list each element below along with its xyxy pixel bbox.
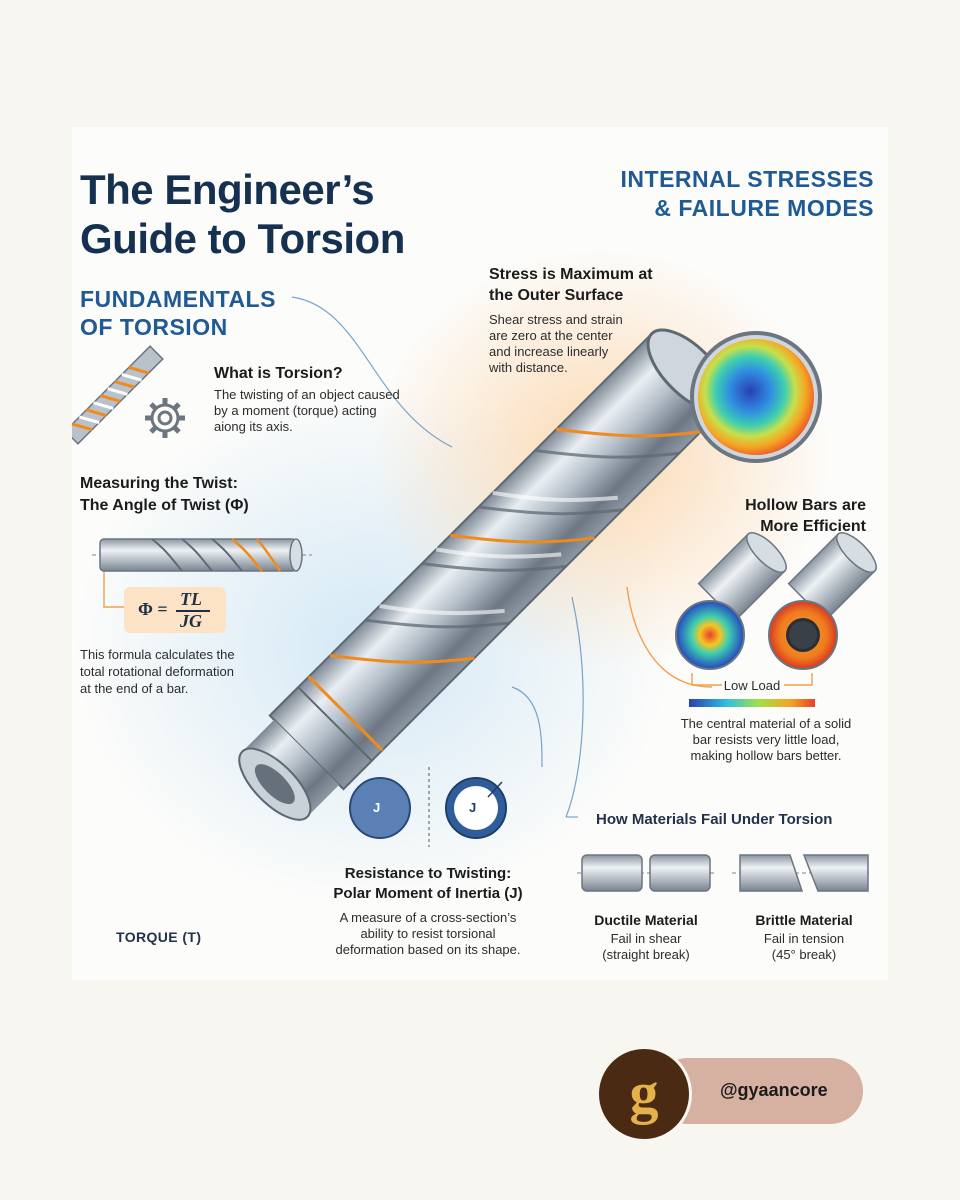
stress-heading-1: Stress is Maximum at — [489, 266, 653, 283]
failure-heading: How Materials Fail Under Torsion — [596, 811, 833, 828]
polar-body-2: ability to resist torsional — [360, 926, 496, 941]
logo-g-mark: g — [629, 1060, 659, 1125]
hollow-bar-cross-section — [768, 532, 877, 670]
what-is-heading: What is Torsion? — [214, 365, 343, 382]
what-is-body-2: by a moment (torque) acting — [214, 403, 377, 418]
hollow-heading-1: Hollow Bars are — [745, 497, 866, 514]
polar-heading-2: Polar Moment of Inertia (J) — [333, 885, 523, 902]
hollow-section-circle — [445, 777, 507, 839]
title-line-2: Guide to Torsion — [80, 215, 405, 262]
hollow-heading-2: More Efficient — [760, 518, 866, 535]
hollow-body-3: making hollow bars better. — [690, 748, 842, 763]
stress-body-4: with distance. — [489, 360, 568, 375]
internal-heading-1: INTERNAL STRESSES — [620, 166, 874, 192]
measuring-body-2: total rotational deformation — [80, 664, 234, 679]
twisted-bar — [238, 328, 731, 821]
ductile-body-2: (straight break) — [602, 947, 690, 962]
brittle-body-2: (45° break) — [771, 947, 837, 962]
what-is-body-3: aiong its axis. — [214, 419, 293, 434]
fundamentals-heading-1: FUNDAMENTALS — [80, 286, 276, 312]
angle-of-twist-formula: Φ = TL JG — [124, 587, 226, 633]
solid-section-circle — [349, 777, 411, 839]
torque-label: TORQUE (T) — [116, 929, 202, 945]
measuring-body-1: This formula calculates the — [80, 647, 235, 662]
fundamentals-heading-2: OF TORSION — [80, 314, 228, 340]
brittle-body-1: Fail in tension — [763, 931, 845, 946]
handle-text[interactable]: @gyaancore — [720, 1080, 828, 1100]
brand-logo[interactable]: g — [596, 1046, 692, 1142]
polar-body-1: A measure of a cross-section’s — [339, 910, 517, 925]
ductile-title: Ductile Material — [594, 912, 698, 928]
j-label-solid: J — [373, 800, 381, 815]
solid-bar-cross-section — [675, 532, 787, 670]
rope-icon — [72, 345, 164, 445]
stress-body-1: Shear stress and strain — [489, 312, 623, 327]
hollow-body-1: The central material of a solid — [680, 716, 852, 731]
infographic-poster: The Engineer’s Guide to Torsion FUNDAMEN… — [72, 127, 888, 980]
formula-fraction-bar — [176, 610, 210, 612]
polar-heading-1: Resistance to Twisting: — [344, 865, 512, 882]
hollow-body-2: bar resists very little load, — [692, 732, 840, 747]
stress-heading-2: the Outer Surface — [489, 287, 624, 304]
load-color-scale — [689, 699, 815, 707]
measuring-heading-2: The Angle of Twist (Φ) — [80, 497, 249, 514]
torsion-illustration — [72, 247, 877, 907]
stress-body-2: are zero at the center — [489, 328, 613, 343]
ductile-bar-icon — [577, 854, 717, 892]
formula-lhs: Φ = — [138, 599, 168, 619]
j-label-hollow: J — [469, 800, 477, 815]
ductile-body-1: Fail in shear — [610, 931, 682, 946]
formula-denominator: JG — [180, 611, 202, 631]
title-line-1: The Engineer’s — [80, 166, 375, 213]
brittle-title: Brittle Material — [755, 912, 853, 928]
stress-body-3: and increase linearly — [489, 344, 609, 359]
what-is-body-1: The twisting of an object caused — [214, 387, 400, 402]
small-twisted-bar — [92, 538, 312, 572]
measuring-heading-1: Measuring the Twist: — [80, 475, 238, 492]
formula-numerator: TL — [180, 589, 202, 609]
measuring-body-3: at the end of a bar. — [80, 681, 189, 696]
gear-icon — [145, 398, 185, 438]
legend-low-load: Low Load — [723, 678, 781, 693]
brittle-bar-icon — [732, 854, 872, 892]
polar-body-3: deformation based on its shape. — [335, 942, 521, 957]
internal-heading-2: & FAILURE MODES — [654, 195, 874, 221]
